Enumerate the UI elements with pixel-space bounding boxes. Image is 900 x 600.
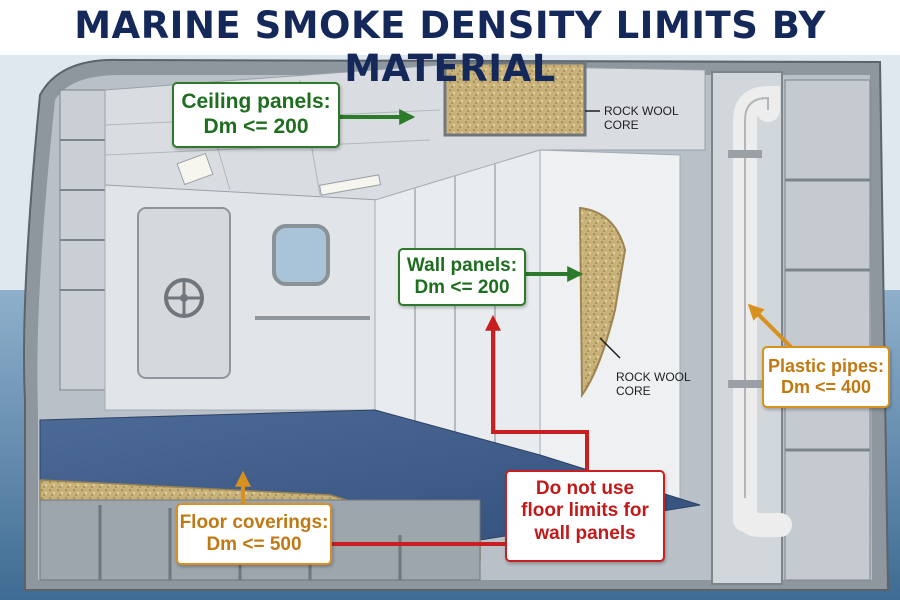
callout-limit: Dm <= 400 <box>780 377 872 398</box>
porthole <box>272 224 330 286</box>
ceiling-light <box>319 174 381 196</box>
warning-line: floor limits for <box>521 500 649 522</box>
callout-label: Plastic pipes: <box>767 356 885 376</box>
ceiling-light <box>176 152 214 186</box>
door-wheel <box>164 278 204 318</box>
ceiling-panels-callout: Ceiling panels: Dm <= 200 <box>172 82 340 148</box>
callout-label: Ceiling panels: <box>181 90 331 113</box>
callout-label: Floor coverings: <box>179 512 329 533</box>
left-shelves <box>60 139 105 291</box>
core-label-line: CORE <box>604 118 639 133</box>
page-title: MARINE SMOKE DENSITY LIMITS BY MATERIAL <box>74 4 826 90</box>
callout-limit: Dm <= 500 <box>206 534 302 556</box>
right-bay <box>784 79 871 581</box>
warning-line: Do not use <box>535 478 635 499</box>
callout-limit: Dm <= 200 <box>414 277 510 299</box>
core-label-line: ROCK WOOL <box>604 104 679 118</box>
warning-arrow <box>485 314 589 470</box>
wall-core-label: ROCK WOOL CORE <box>616 370 691 399</box>
core-label-line: ROCK WOOL <box>616 370 691 384</box>
warning-callout: Do not use floor limits for wall panels <box>505 470 665 562</box>
ceiling-core-label: ROCK WOOL CORE <box>604 104 679 133</box>
wall-core-leader <box>599 337 621 359</box>
warning-line: wall panels <box>534 522 636 544</box>
wall-rock-wool-core <box>578 206 627 399</box>
wall-panels-callout: Wall panels: Dm <= 200 <box>398 248 526 306</box>
pipe-clamps <box>728 150 762 388</box>
callout-limit: Dm <= 200 <box>203 114 309 138</box>
core-label-line: CORE <box>616 384 651 399</box>
ceiling-rock-wool-core <box>443 61 587 137</box>
floor-coverings-callout: Floor coverings: Dm <= 500 <box>176 503 332 565</box>
callout-label: Wall panels: <box>406 255 518 276</box>
pipes-arrow <box>747 303 794 350</box>
plastic-pipes-callout: Plastic pipes: Dm <= 400 <box>762 346 890 408</box>
